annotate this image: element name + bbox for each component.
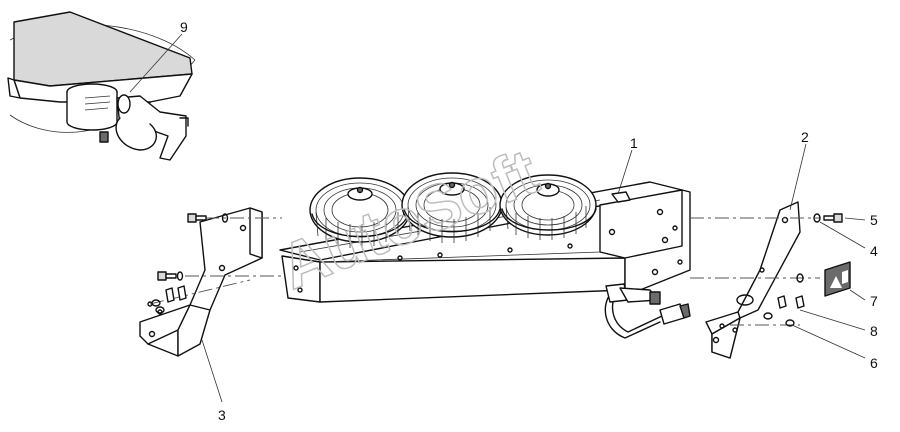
callout-8: 8	[870, 323, 878, 339]
callouts: 9 1 2 3 4 5 6 7 8	[180, 19, 878, 423]
bolt-icon	[777, 295, 805, 309]
bracket-left	[139, 207, 263, 357]
bolt-icon	[157, 271, 177, 281]
fan-left	[309, 177, 411, 248]
harness-hose	[604, 283, 691, 339]
fan-center	[401, 172, 503, 243]
bolt-icon	[187, 213, 207, 223]
fasteners	[151, 213, 851, 327]
washer-icon	[221, 213, 229, 223]
callout-9: 9	[180, 19, 188, 35]
callout-4: 4	[870, 243, 878, 259]
washer-icon	[813, 213, 821, 223]
callout-5: 5	[870, 212, 878, 228]
washer-icon	[796, 273, 804, 283]
washer-icon	[151, 299, 161, 307]
inset-detail-view	[7, 11, 196, 161]
callout-1: 1	[630, 135, 638, 151]
callout-3: 3	[218, 407, 226, 423]
bracket-right	[705, 201, 801, 359]
leader-lines	[129, 33, 866, 403]
alignment-lines	[149, 217, 820, 326]
washer-icon	[155, 306, 165, 314]
callout-2: 2	[801, 129, 809, 145]
washer-icon	[763, 312, 773, 320]
bolt-icon	[165, 285, 187, 303]
fan-right	[499, 174, 597, 240]
washer-icon	[785, 319, 795, 327]
bolt-icon	[823, 213, 843, 223]
washer-icon	[176, 271, 184, 281]
callout-7: 7	[870, 293, 878, 309]
callout-6: 6	[870, 355, 878, 371]
warning-label-icon	[824, 261, 851, 297]
